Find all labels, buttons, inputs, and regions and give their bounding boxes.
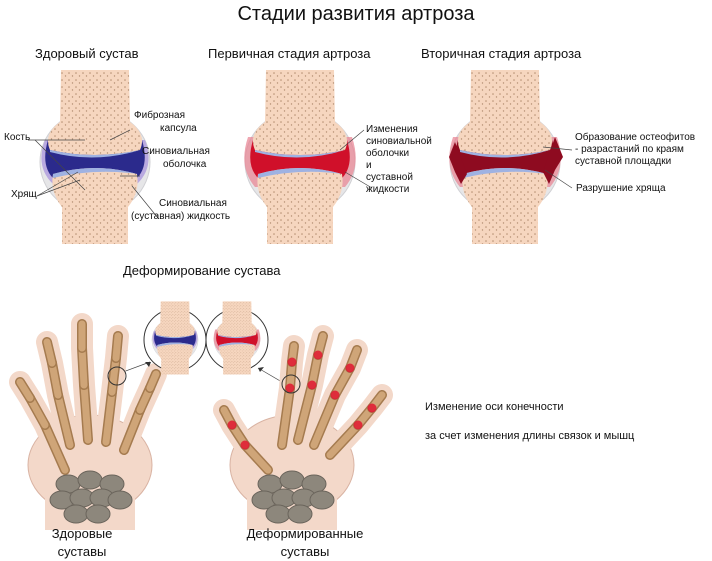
- finger-bones: [77, 319, 93, 445]
- inflamed-joint: [307, 380, 317, 390]
- label-secondary-3: суставной площадки: [575, 156, 672, 167]
- label-fibrous-capsule-1: Фиброзная: [134, 110, 186, 121]
- lower-bone: [52, 168, 138, 244]
- highlight-circle-deformed: [281, 374, 301, 394]
- joint-secondary: [449, 70, 563, 244]
- note-axis-change: Изменение оси конечности: [425, 401, 564, 413]
- upper-bone: [47, 70, 143, 155]
- finger-bones: [293, 331, 328, 445]
- lower-cartilage: [219, 342, 255, 347]
- label-primary-4: и: [366, 160, 372, 171]
- carpal-bones: [49, 470, 133, 524]
- inflamed-joint: [330, 390, 340, 400]
- lower-cartilage: [258, 168, 342, 178]
- stage-heading-primary: Первичная стадия артроза: [208, 46, 371, 61]
- joint-primary: [244, 70, 356, 244]
- upper-cartilage: [50, 150, 140, 158]
- label-primary-1: Изменения: [366, 124, 418, 135]
- upper-bone: [217, 301, 257, 338]
- finger-bones: [325, 390, 387, 460]
- stage-heading-healthy: Здоровый сустав: [35, 46, 139, 61]
- inflamed-joint: [287, 357, 297, 367]
- lower-cartilage: [157, 342, 193, 347]
- lower-cartilage: [53, 168, 137, 178]
- finger-bones: [101, 331, 123, 447]
- leader-lines: [28, 129, 573, 383]
- label-secondary-1: Образование остеофитов: [575, 132, 696, 143]
- label-cartilage-destruction: Разрушение хряща: [576, 183, 666, 194]
- label-secondary-2: - разрастаний по краям: [575, 144, 684, 155]
- inflamed-joint: [240, 440, 250, 450]
- label-primary-5: суставной: [366, 172, 413, 183]
- finger-bones: [15, 377, 70, 475]
- deformed-caption-2: суставы: [280, 544, 330, 559]
- label-cartilage: Хрящ: [11, 189, 37, 200]
- healthy-hand: [9, 313, 167, 530]
- inflamed-joint: [345, 363, 355, 373]
- inflamed-joint: [285, 383, 295, 393]
- deformed-caption-1: Деформированные: [246, 526, 364, 541]
- healthy-caption-1: Здоровые: [51, 526, 113, 541]
- mini-joint-healthy: [151, 301, 199, 375]
- label-synovial-membrane-1: Синовиальная: [142, 146, 210, 157]
- inflamed-joint: [353, 420, 363, 430]
- label-fibrous-capsule-2: капсула: [160, 123, 197, 134]
- healthy-caption-2: суставы: [57, 544, 107, 559]
- page-title: Стадии развития артроза: [237, 3, 475, 25]
- label-primary-3: оболочки: [366, 148, 410, 159]
- upper-cartilage: [218, 334, 256, 339]
- label-synovial-fluid-1: Синовиальная: [159, 198, 227, 209]
- osteophytes: [449, 137, 563, 184]
- inflamed-joint: [367, 403, 377, 413]
- upper-bone: [252, 70, 348, 155]
- finger-bones: [119, 369, 161, 455]
- label-bone: Кость: [4, 132, 31, 143]
- label-synovial-membrane-2: оболочка: [163, 159, 207, 170]
- upper-bone: [457, 70, 553, 155]
- lower-bone: [219, 342, 255, 375]
- label-synovial-fluid-2: (суставная) жидкость: [131, 211, 231, 222]
- stage-heading-secondary: Вторичная стадия артроза: [421, 46, 582, 61]
- lower-bone: [257, 168, 343, 244]
- upper-cartilage: [460, 150, 550, 158]
- inflamed-joint: [227, 420, 237, 430]
- upper-bone: [155, 301, 195, 338]
- deformed-hand: [213, 325, 393, 530]
- upper-cartilage: [156, 334, 194, 339]
- carpal-bones: [251, 470, 335, 524]
- mini-joint-deformed: [213, 301, 261, 375]
- arrow-icon: [258, 367, 264, 372]
- lower-bone: [157, 342, 193, 375]
- label-primary-6: жидкости: [366, 184, 410, 195]
- joint-healthy: [39, 70, 151, 244]
- inflamed-joint: [313, 350, 323, 360]
- finger-bones: [42, 337, 75, 450]
- label-primary-2: синовиальной: [366, 136, 432, 147]
- note-ligament-change: за счет изменения длины связок и мышц: [425, 430, 635, 442]
- deformation-heading: Деформирование сустава: [123, 263, 281, 278]
- finger-bones: [309, 345, 362, 450]
- lower-bone: [462, 168, 548, 244]
- arrow-icon: [145, 362, 151, 367]
- finger-bones: [219, 405, 273, 475]
- highlight-circle-healthy: [107, 366, 127, 386]
- upper-cartilage: [255, 150, 345, 158]
- lower-cartilage: [463, 168, 547, 178]
